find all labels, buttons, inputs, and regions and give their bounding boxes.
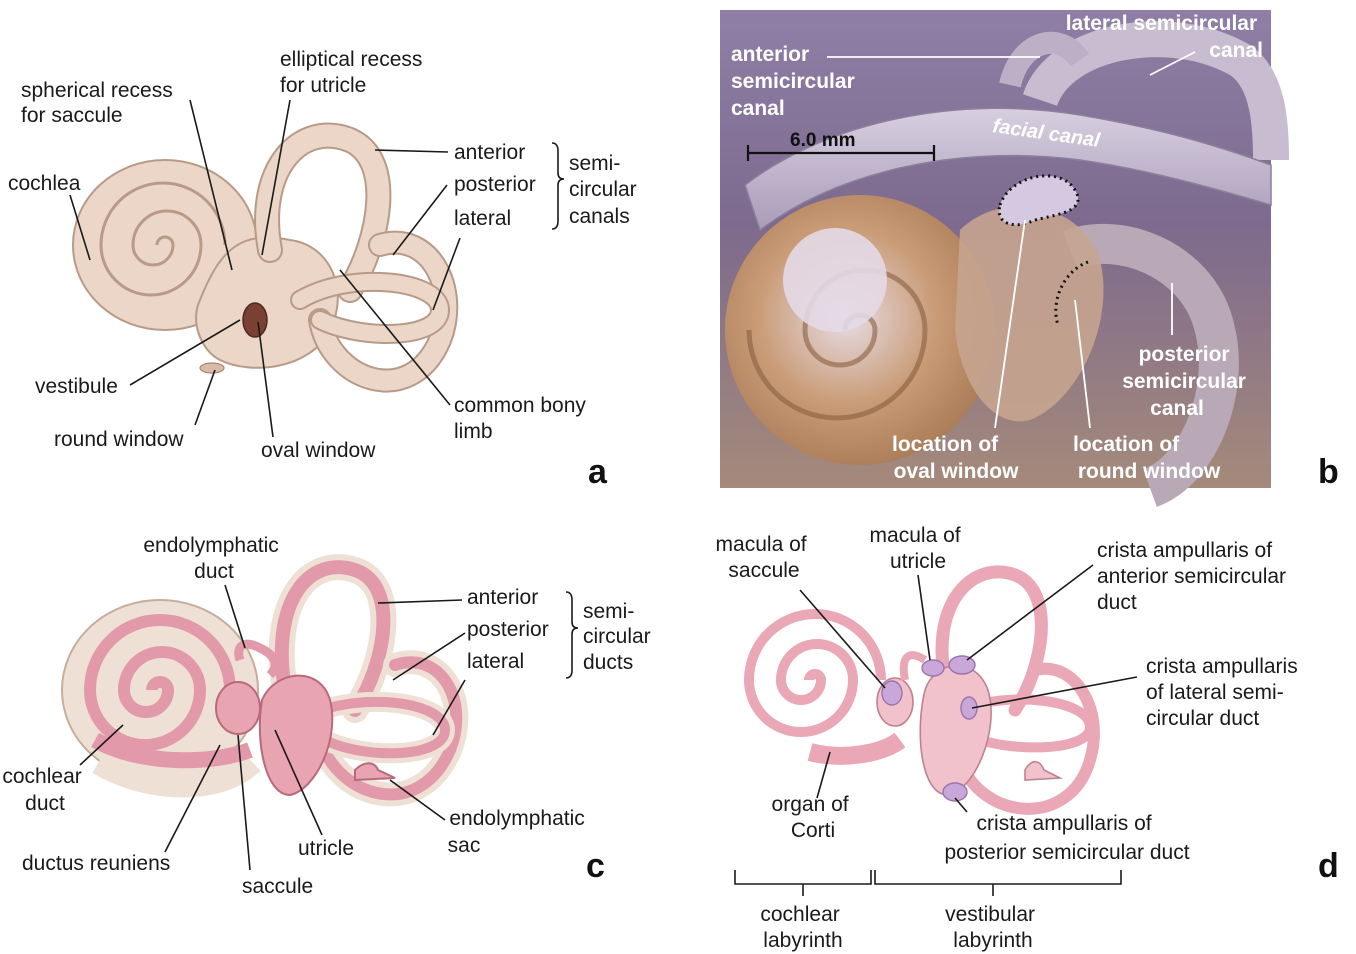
label-cochlear-duct: cochlear duct	[2, 765, 87, 815]
label-semicircular-ducts: semi- circular ducts	[583, 600, 657, 674]
label-ductus-reuniens: ductus reuniens	[22, 852, 170, 875]
label-elliptical-recess: elliptical recess for utricle	[280, 48, 428, 97]
label-vestibule: vestibule	[35, 375, 118, 398]
oval-window-shape	[243, 303, 267, 337]
membranous-labyrinth-drawing	[749, 572, 1094, 809]
label-crista-posterior: crista ampullaris of posterior semicircu…	[944, 812, 1189, 864]
label-spherical-recess: spherical recess for saccule	[21, 79, 179, 127]
panel-c: endolymphatic duct anterior posterior la…	[2, 534, 656, 898]
label-macula-saccule: macula of saccule	[716, 533, 813, 582]
label-cochlear-labyrinth: cochlear labyrinth	[760, 903, 845, 952]
utricle-d-shape	[920, 666, 991, 795]
label-anterior-duct: anterior	[467, 586, 538, 609]
label-crista-lateral: crista ampullaris of lateral semi- circu…	[1146, 655, 1304, 730]
posterior-canal-shape	[320, 243, 446, 381]
crista-anterior-shape	[949, 656, 975, 674]
panel-letter-c: c	[586, 847, 605, 885]
label-endolymphatic-duct: endolymphatic duct	[143, 534, 284, 583]
label-organ-of-corti: organ of Corti	[772, 793, 855, 842]
label-macula-utricle: macula of utricle	[870, 524, 967, 573]
bony-labyrinth-drawing	[73, 136, 446, 381]
membranous-in-bony-drawing	[62, 567, 456, 795]
saccule-shape	[216, 682, 260, 734]
label-crista-anterior: crista ampullaris of anterior semicircul…	[1097, 539, 1292, 614]
panel-b: 6.0 mm anterior semicircular canal later…	[720, 10, 1339, 491]
endolymphatic-sac-d-shape	[1025, 762, 1060, 780]
label-utricle: utricle	[298, 837, 354, 860]
label-common-bony-limb: common bony limb	[454, 394, 592, 443]
cochlear-labyrinth-bracket	[735, 870, 871, 896]
label-round-window: round window	[54, 428, 184, 451]
vestibular-labyrinth-bracket	[875, 870, 1121, 896]
panel-a: spherical recess for saccule elliptical …	[8, 48, 643, 491]
label-lateral-duct: lateral	[467, 650, 524, 673]
label-oval-window: oval window	[261, 439, 376, 462]
label-posterior-duct: posterior	[467, 618, 549, 641]
label-lateral-canal: lateral	[454, 207, 511, 230]
macula-saccule-shape	[882, 681, 902, 705]
label-cochlea: cochlea	[8, 172, 81, 195]
label-semicircular-canals: semi- circular canals	[569, 152, 643, 228]
panel-letter-d: d	[1318, 847, 1339, 885]
panel-letter-a: a	[588, 453, 608, 491]
label-posterior-canal: posterior	[454, 173, 536, 196]
label-endolymphatic-sac: endolymphatic sac	[448, 807, 591, 857]
cochlear-duct-spiral	[749, 614, 881, 732]
label-vestibular-labyrinth: vestibular labyrinth	[945, 903, 1041, 952]
endolymphatic-sac-shape	[355, 763, 395, 780]
round-window-shape	[200, 363, 224, 373]
panel-d: macula of saccule macula of utricle cris…	[716, 524, 1339, 952]
label-saccule: saccule	[242, 875, 313, 898]
panel-letter-b: b	[1318, 453, 1339, 491]
label-anterior-canal: anterior	[454, 141, 525, 164]
scale-bar-label: 6.0 mm	[790, 130, 855, 151]
macula-utricle-shape	[922, 660, 944, 676]
